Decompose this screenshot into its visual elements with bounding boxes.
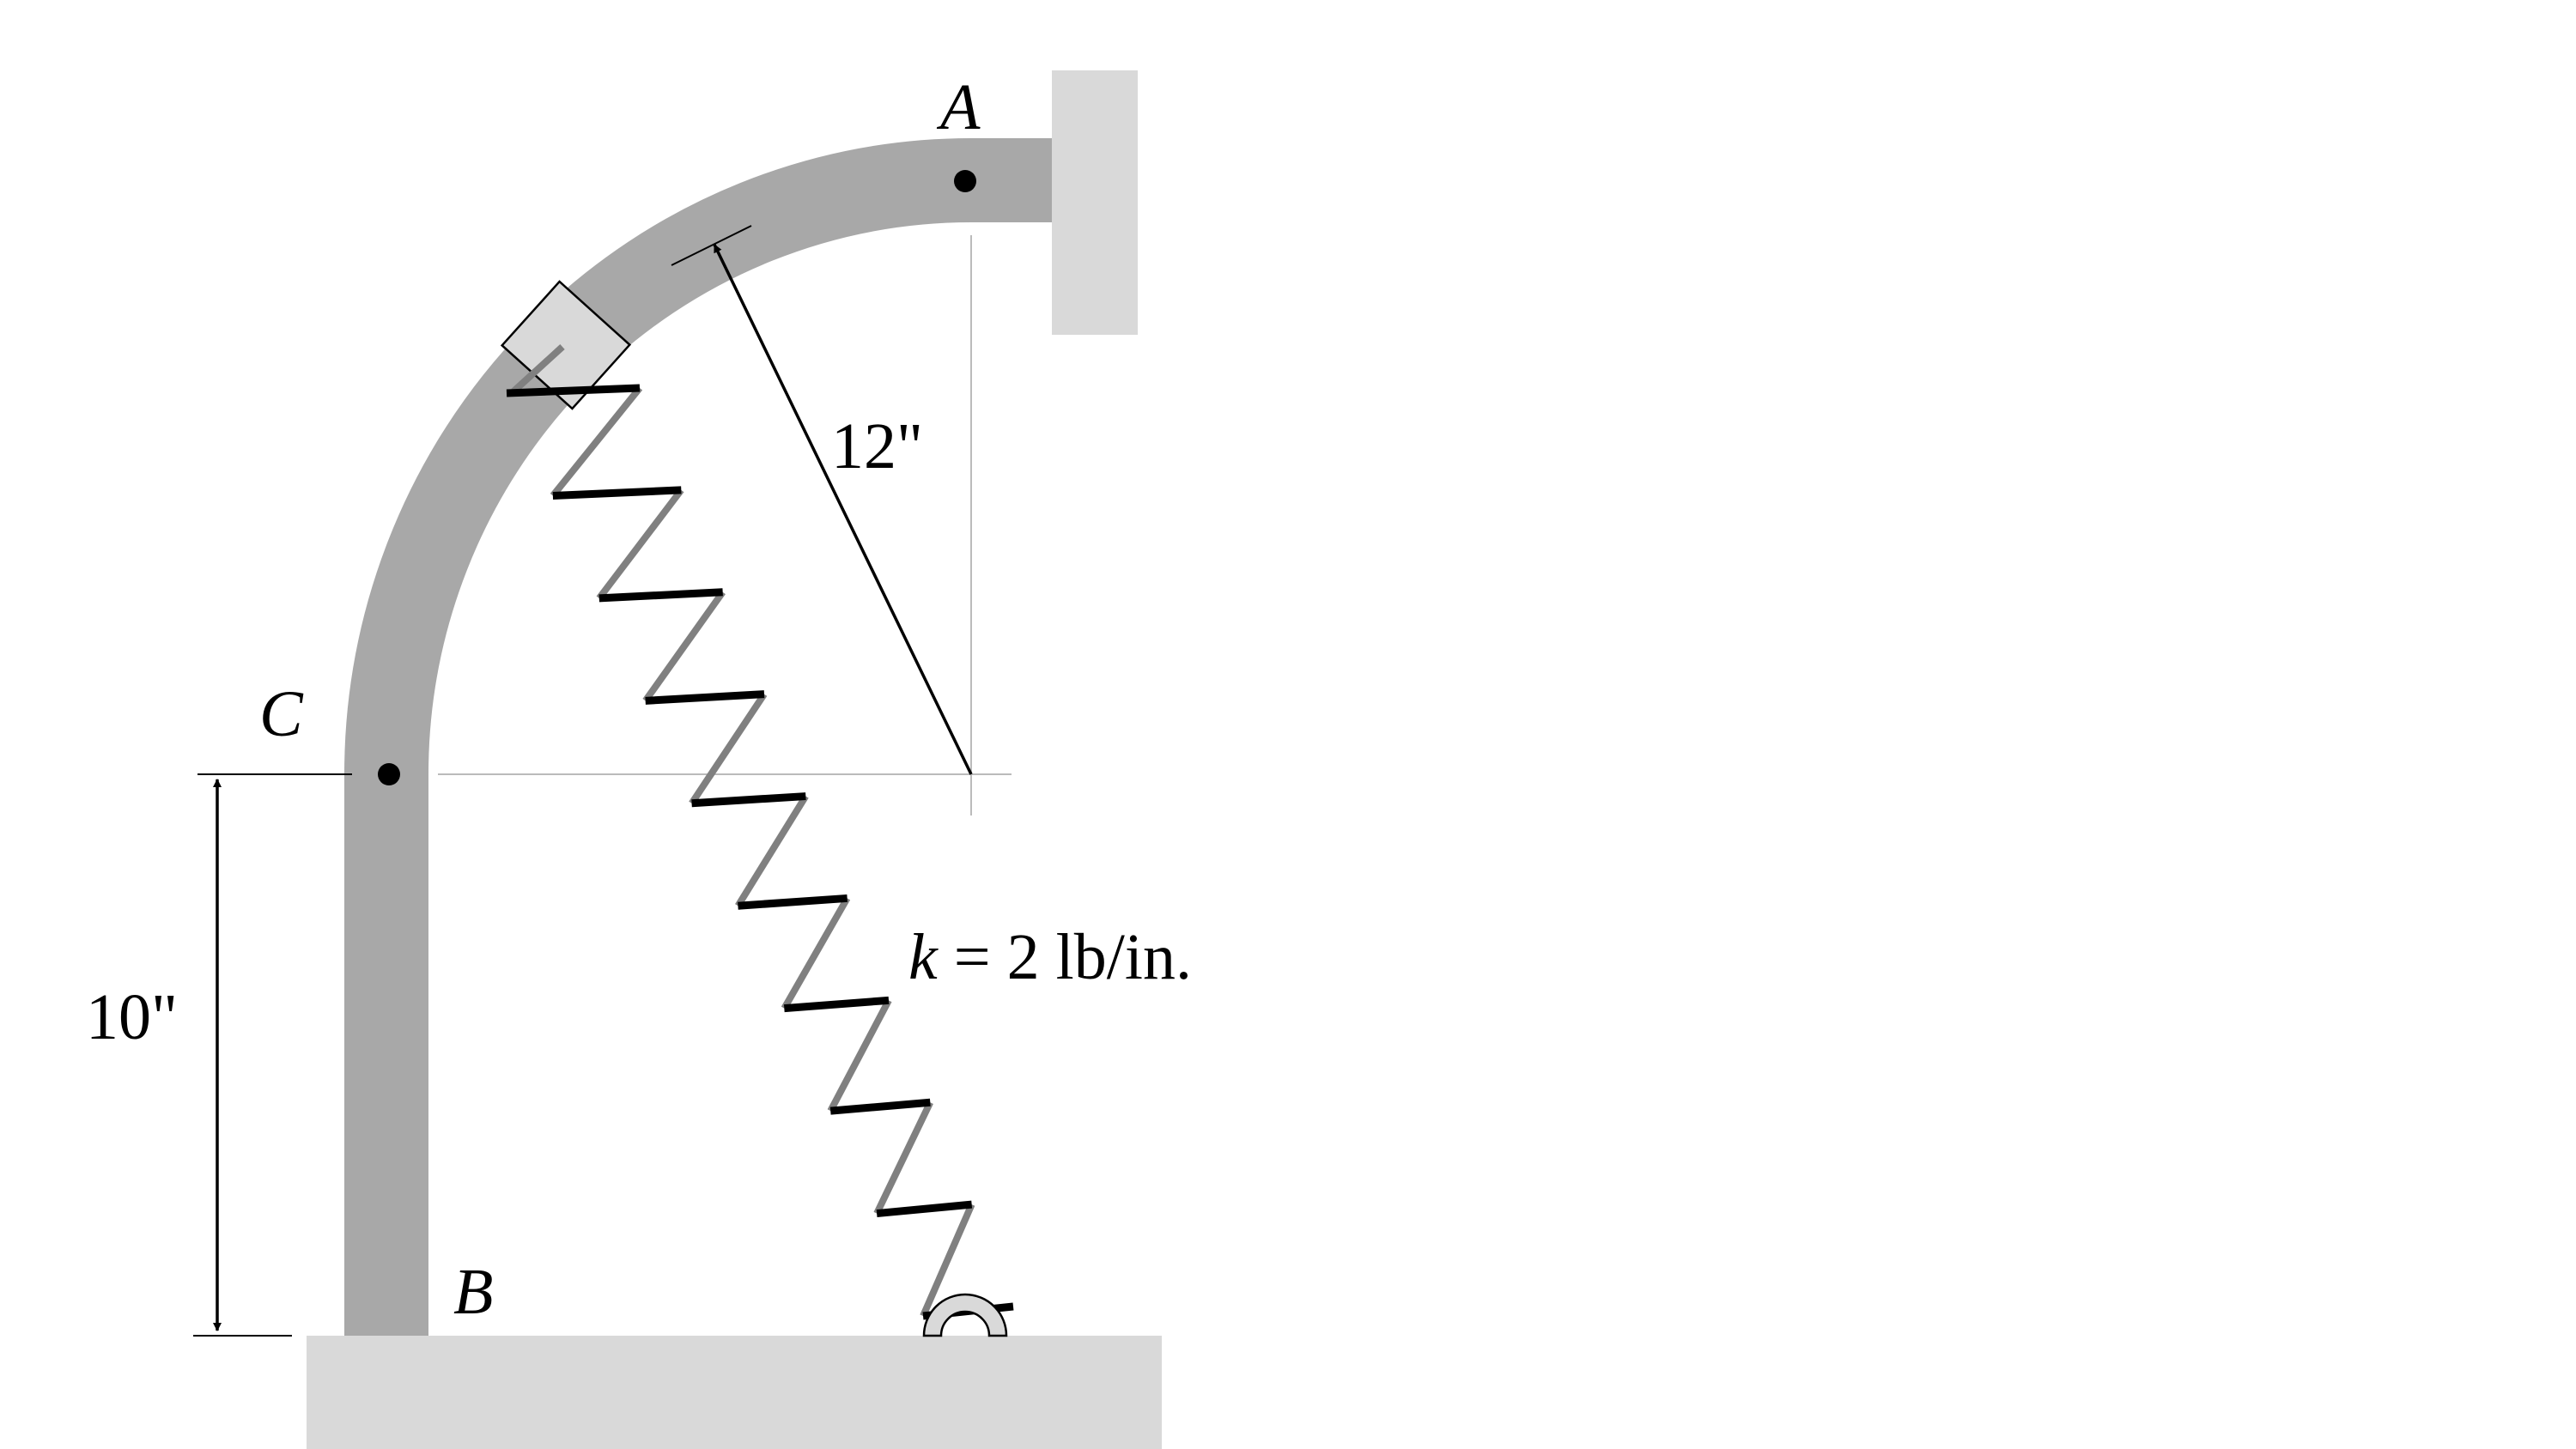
spring	[506, 344, 1014, 1320]
spring-coil	[829, 1098, 931, 1115]
spring-link	[873, 1100, 933, 1216]
spring-coil	[645, 690, 765, 705]
label-point-b: B	[453, 1256, 493, 1328]
label-point-c: C	[259, 678, 304, 750]
radius-arrow	[713, 244, 973, 775]
spring-coil	[783, 996, 890, 1013]
spring-link	[735, 794, 809, 908]
radius-tick	[671, 225, 752, 266]
spring-coil	[552, 486, 682, 500]
wall-support	[1052, 70, 1138, 335]
point-a-dot	[954, 170, 976, 192]
label-spring-constant: k = 2 lb/in.	[908, 921, 1192, 993]
spring-link	[550, 385, 643, 498]
spring-value: = 2 lb/in.	[954, 921, 1192, 993]
spring-link	[920, 1203, 975, 1318]
spring-link	[596, 488, 684, 601]
spring-coil	[506, 384, 641, 397]
spring-link	[827, 998, 892, 1113]
spring-link	[511, 344, 565, 394]
spring-link	[781, 896, 851, 1010]
spring-anchor	[922, 1293, 1008, 1337]
spring-coil	[691, 792, 806, 808]
label-height: 10"	[86, 981, 178, 1053]
spring-coil	[738, 894, 848, 910]
point-c-dot	[378, 763, 400, 785]
spring-coil	[876, 1200, 973, 1218]
ground-support	[307, 1336, 1162, 1449]
spring-coil	[598, 588, 723, 603]
label-point-a: A	[936, 71, 981, 143]
spring-link	[642, 590, 726, 703]
collar	[500, 280, 632, 410]
spring-symbol: k	[908, 921, 939, 993]
spring-link	[689, 692, 768, 805]
label-radius: 12"	[831, 410, 923, 482]
